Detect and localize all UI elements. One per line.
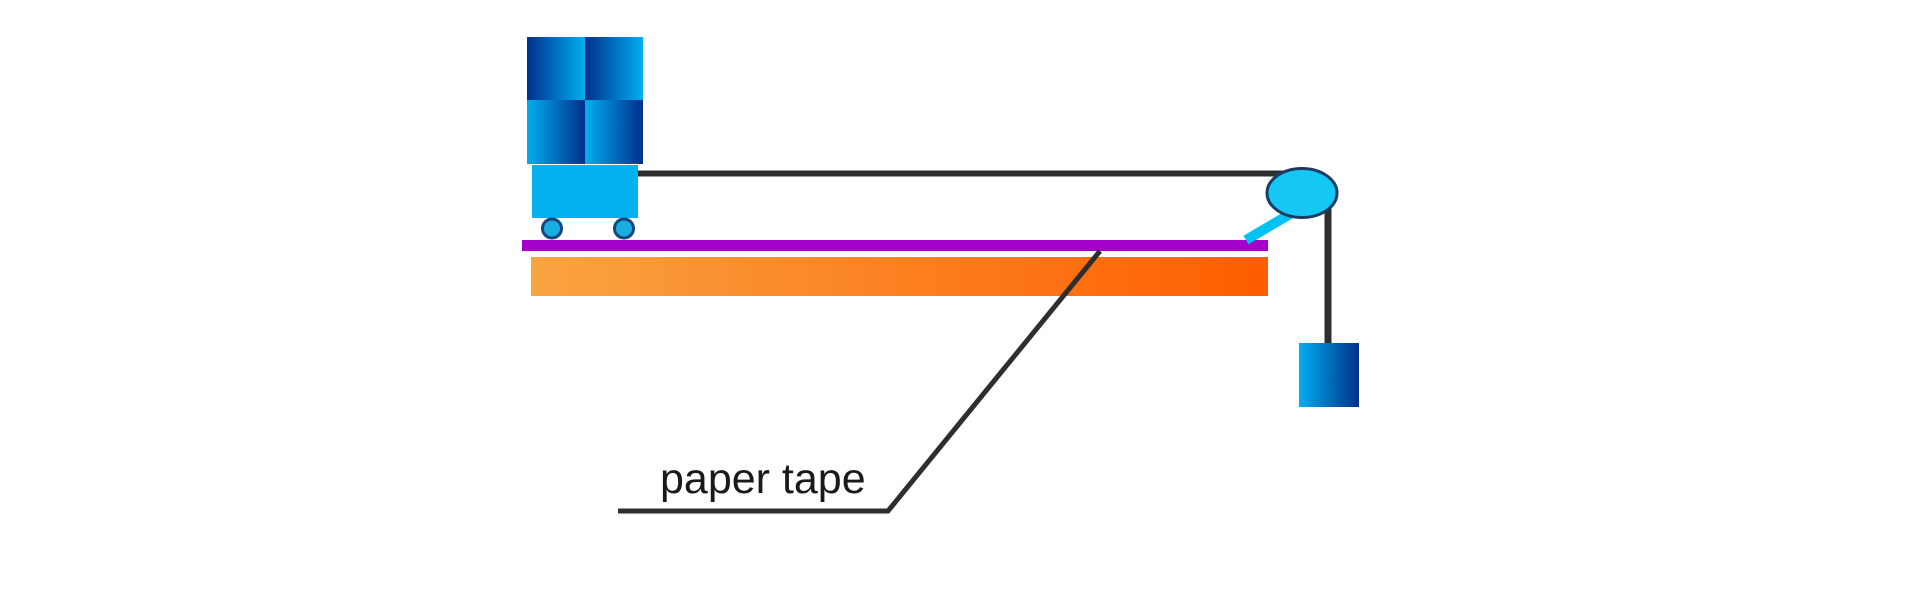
paper-tape-strip: [522, 240, 1268, 251]
pulley: [1265, 167, 1339, 219]
table-surface: [531, 257, 1268, 296]
mass-block-bottom-left: [527, 100, 585, 164]
cart-body: [532, 165, 638, 218]
hanging-weight: [1299, 343, 1359, 407]
mass-block-bottom-right: [585, 100, 643, 164]
paper-tape-label: paper tape: [660, 455, 866, 503]
label-leader-line: [618, 249, 1102, 514]
cart-wheel-right: [613, 217, 635, 240]
mass-block-top-right: [585, 37, 643, 100]
cart-wheel-left: [541, 217, 563, 240]
mass-block-top-left: [527, 37, 585, 100]
